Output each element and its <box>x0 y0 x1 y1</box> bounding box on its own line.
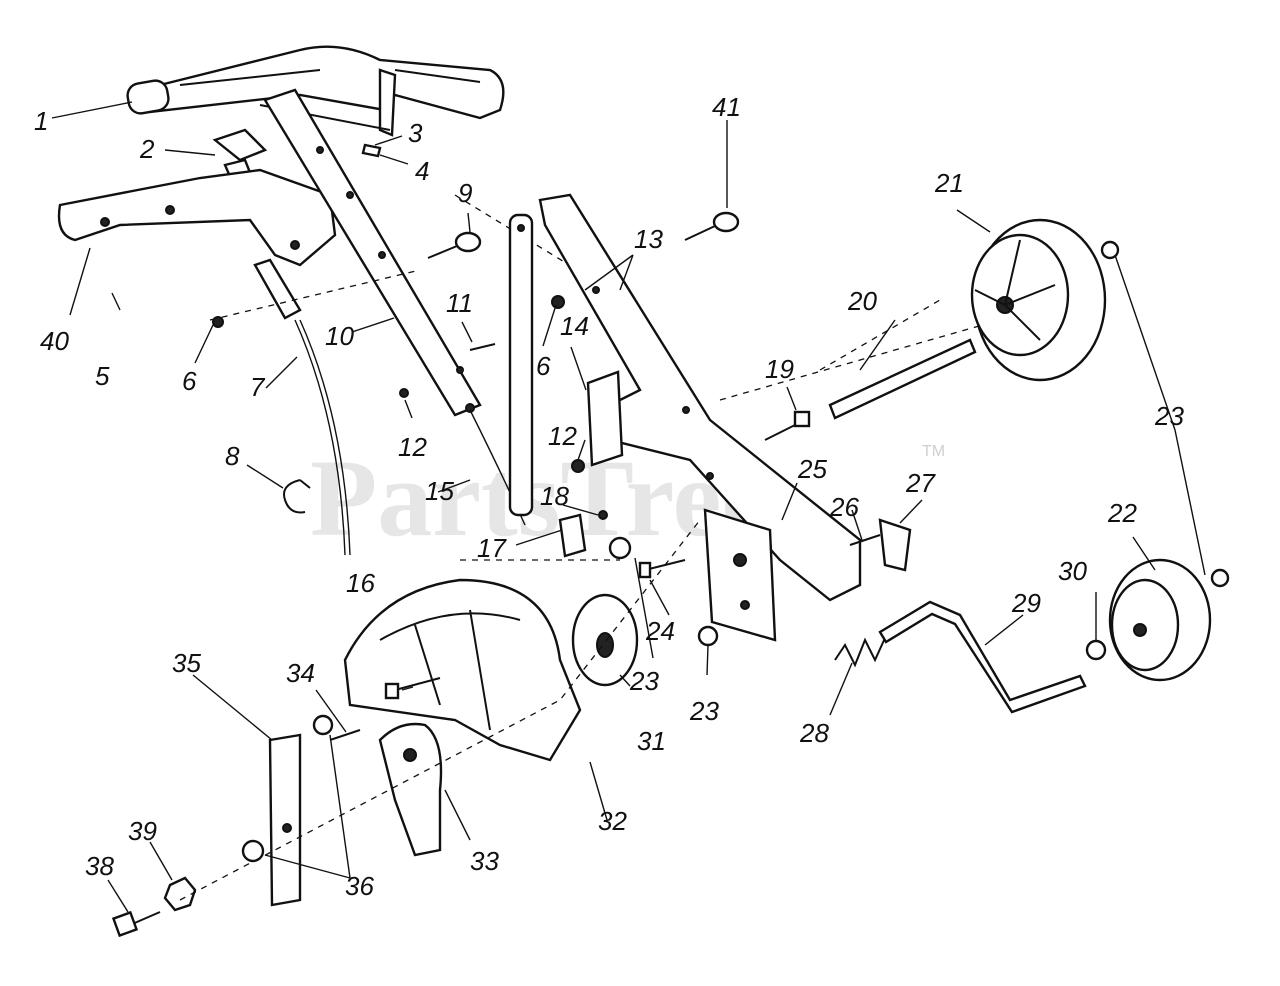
spring <box>834 637 886 668</box>
washer-30 <box>1085 639 1107 661</box>
plate <box>586 370 624 467</box>
nut <box>163 876 197 912</box>
callout-32: 32 <box>598 806 627 836</box>
callout-1: 1 <box>34 106 48 136</box>
handle-grip <box>126 45 505 137</box>
callout-25: 25 <box>797 454 827 484</box>
washers <box>608 240 1230 647</box>
callout-35: 35 <box>172 648 201 678</box>
callout-12b: 12 <box>548 421 577 451</box>
callout-5: 5 <box>95 361 110 391</box>
callout-18: 18 <box>540 481 569 511</box>
callout-26: 26 <box>829 492 859 522</box>
callout-20: 20 <box>847 286 877 316</box>
clip <box>283 479 311 514</box>
callout-38: 38 <box>85 851 114 881</box>
callout-28: 28 <box>799 718 829 748</box>
callout-4: 4 <box>415 156 429 186</box>
callout-17: 17 <box>477 533 507 563</box>
callout-14: 14 <box>560 311 589 341</box>
wheel-small <box>1108 558 1212 682</box>
main-frame <box>538 193 862 602</box>
bolt-16 <box>394 677 441 691</box>
bracket-plate <box>703 508 777 642</box>
callout-24: 24 <box>645 616 675 646</box>
callout-8: 8 <box>225 441 240 471</box>
block <box>558 513 587 558</box>
assembly-axis <box>179 519 701 901</box>
leader-lines <box>51 101 1206 913</box>
bolt-34 <box>329 729 361 741</box>
callout-41: 41 <box>712 92 741 122</box>
watermark-tm: TM <box>922 443 945 460</box>
callout-34: 34 <box>286 658 315 688</box>
axle <box>828 338 977 420</box>
lower-handle <box>57 168 337 267</box>
callout-6b: 6 <box>536 351 551 381</box>
washer-36b <box>241 839 265 863</box>
strut-and-cable <box>469 213 534 526</box>
clip-27 <box>878 518 912 572</box>
callout-16: 16 <box>346 568 375 598</box>
callout-39: 39 <box>128 816 157 846</box>
callout-9: 9 <box>458 178 472 208</box>
callout-7: 7 <box>250 372 266 402</box>
callout-13: 13 <box>634 224 663 254</box>
washer-36a <box>312 714 334 736</box>
callout-36: 36 <box>345 871 374 901</box>
disc <box>571 593 639 687</box>
eye-bolts <box>427 211 740 259</box>
callout-12a: 12 <box>398 432 427 462</box>
callout-40: 40 <box>40 326 69 356</box>
callout-33: 33 <box>470 846 499 876</box>
blade-guard <box>343 578 582 762</box>
callout-15: 15 <box>425 476 454 506</box>
callout-30: 30 <box>1058 556 1087 586</box>
callout-27: 27 <box>905 468 936 498</box>
callout-6a: 6 <box>182 366 197 396</box>
handle-tube <box>263 88 482 417</box>
wheel-large <box>970 218 1107 382</box>
callout-3: 3 <box>408 118 423 148</box>
callout-11: 11 <box>446 288 473 318</box>
callout-29: 29 <box>1011 588 1041 618</box>
callout-19: 19 <box>765 354 794 384</box>
callout-21: 21 <box>934 168 964 198</box>
callout-23c: 23 <box>689 696 719 726</box>
callout-31: 31 <box>637 726 666 756</box>
callout-labels: 1 2 3 4 5 6 6 7 8 9 10 11 12 12 13 14 15… <box>34 92 1184 901</box>
callout-2: 2 <box>139 134 155 164</box>
callout-22: 22 <box>1107 498 1137 528</box>
pin-26 <box>849 534 881 546</box>
callout-23a: 23 <box>1154 401 1184 431</box>
blade-adapter <box>378 722 443 857</box>
cable-bracket <box>253 258 351 556</box>
callout-23b: 23 <box>629 666 659 696</box>
parts-drawing <box>57 45 1230 938</box>
callout-10: 10 <box>325 321 354 351</box>
blade <box>268 733 302 907</box>
wheel-rod <box>878 600 1087 714</box>
